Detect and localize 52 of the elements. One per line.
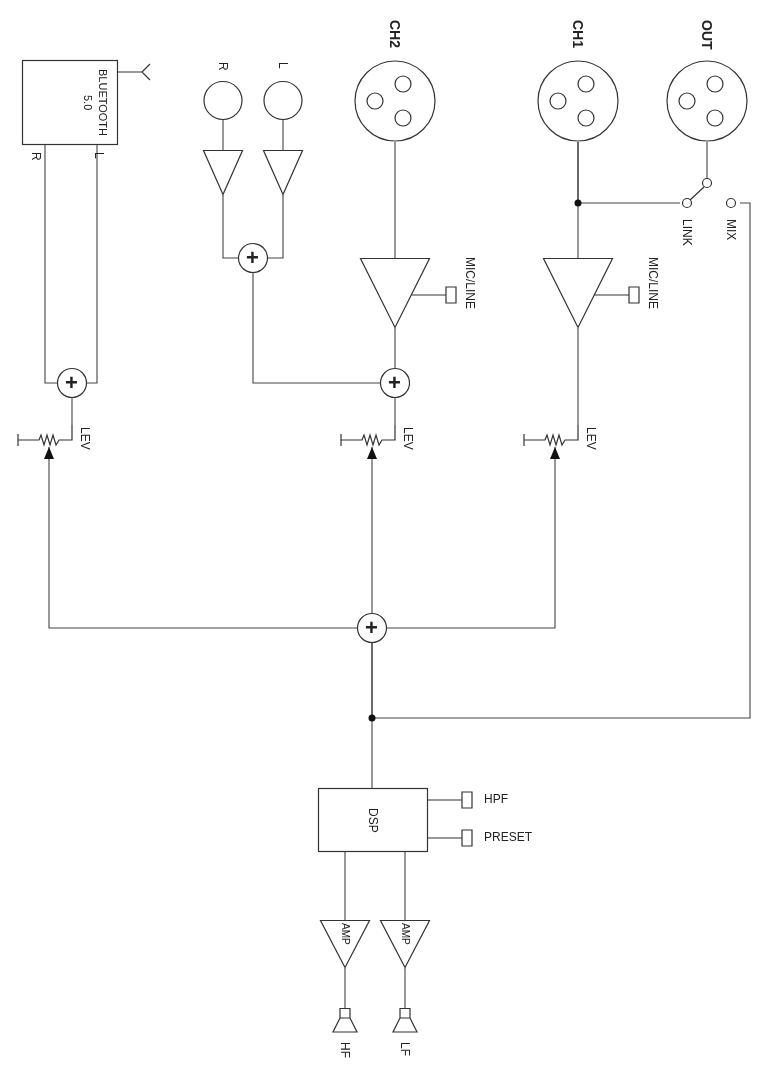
- signal-line: [427, 799, 459, 801]
- switch-label: HPF: [484, 792, 508, 806]
- input-label: R: [216, 62, 230, 71]
- input-label: L: [276, 62, 290, 69]
- switch-position-label: LINK: [680, 219, 694, 246]
- module-label: DSP: [366, 808, 380, 833]
- signal-line: [44, 144, 58, 384]
- signal-line: [86, 144, 98, 384]
- output-label: R: [29, 152, 43, 161]
- signal-line: [222, 194, 239, 259]
- signal-line: [344, 967, 346, 1009]
- arrow: [386, 446, 560, 629]
- switch-label: MIC/LINE: [646, 257, 660, 309]
- plus-sign: +: [388, 372, 401, 394]
- plus-sign: +: [65, 372, 78, 394]
- signal-line: [577, 141, 681, 204]
- signal-line: [404, 851, 406, 921]
- speaker-label: LF: [398, 1042, 412, 1056]
- module-label: BLUETOOTH 5.0: [81, 68, 110, 138]
- signal-line: [71, 397, 73, 426]
- signal-line: [404, 967, 406, 1009]
- level-label: LEV: [584, 427, 598, 450]
- signal-line: [267, 194, 284, 259]
- level-label: LEV: [78, 427, 92, 450]
- switch-label: PRESET: [484, 830, 532, 844]
- signal-line: [252, 272, 381, 384]
- plus-sign: +: [365, 617, 378, 639]
- arrow: [367, 446, 377, 614]
- signal-line: [344, 851, 346, 921]
- switch-label: MIC/LINE: [463, 257, 477, 309]
- signal-line: [394, 397, 396, 426]
- signal-line: [394, 141, 396, 259]
- level-label: LEV: [401, 427, 415, 450]
- switch-position-label: MIX: [724, 219, 738, 241]
- connector-label: CH1: [571, 20, 585, 48]
- signal-line: [410, 294, 443, 296]
- amplifier-label: AMP: [399, 923, 411, 945]
- signal-line: [706, 141, 708, 179]
- speaker-label: HF: [338, 1042, 352, 1058]
- signal-line: [371, 202, 751, 719]
- signal-line: [427, 837, 459, 839]
- signal-line: [593, 294, 626, 296]
- arrow: [44, 446, 358, 629]
- amplifier-label: AMP: [339, 923, 351, 945]
- plus-sign: +: [246, 247, 259, 269]
- output-label: L: [92, 152, 106, 159]
- signal-line: [282, 119, 284, 151]
- signal-line: [394, 327, 396, 369]
- signal-line: [577, 327, 579, 426]
- signal-line: [222, 119, 224, 151]
- connector-label: OUT: [700, 20, 714, 50]
- connector-label: CH2: [388, 20, 402, 48]
